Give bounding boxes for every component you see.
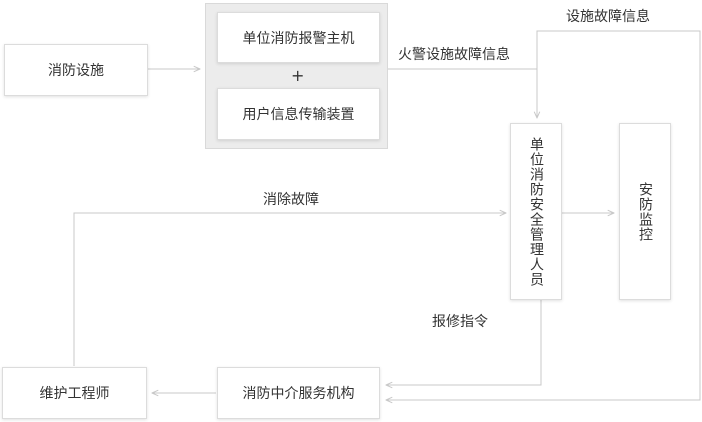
- node-security-monitor: 安防监控: [619, 123, 671, 300]
- node-security-monitor-label: 安防监控: [637, 181, 653, 242]
- node-fire-facility: 消防设施: [4, 44, 148, 96]
- node-fire-alarm-host: 单位消防报警主机: [217, 12, 380, 63]
- node-fire-service-agency: 消防中介服务机构: [217, 367, 380, 419]
- arrow-engineer-to-manager: [73, 213, 506, 366]
- node-fire-alarm-host-label: 单位消防报警主机: [242, 30, 355, 47]
- node-fire-safety-manager: 单位消防安全管理人员: [510, 123, 562, 300]
- node-fire-service-agency-label: 消防中介服务机构: [242, 386, 355, 402]
- plus-sign: +: [291, 66, 305, 85]
- edge-label-fire-alarm-fault-info: 火警设施故障信息: [398, 47, 510, 63]
- node-maintenance-engineer-label: 维护工程师: [39, 386, 110, 402]
- node-maintenance-engineer: 维护工程师: [2, 367, 147, 419]
- edge-label-clear-fault: 消除故障: [263, 192, 319, 208]
- node-user-info-device-label: 用户信息传输装置: [242, 107, 355, 123]
- edge-label-facility-fault-info: 设施故障信息: [566, 9, 650, 25]
- arrow-host-to-manager: [382, 68, 537, 118]
- node-fire-facility-label: 消防设施: [48, 63, 104, 79]
- edge-label-repair-order: 报修指令: [432, 314, 488, 330]
- node-fire-safety-manager-label: 单位消防安全管理人员: [528, 136, 544, 287]
- node-user-info-device: 用户信息传输装置: [217, 88, 380, 140]
